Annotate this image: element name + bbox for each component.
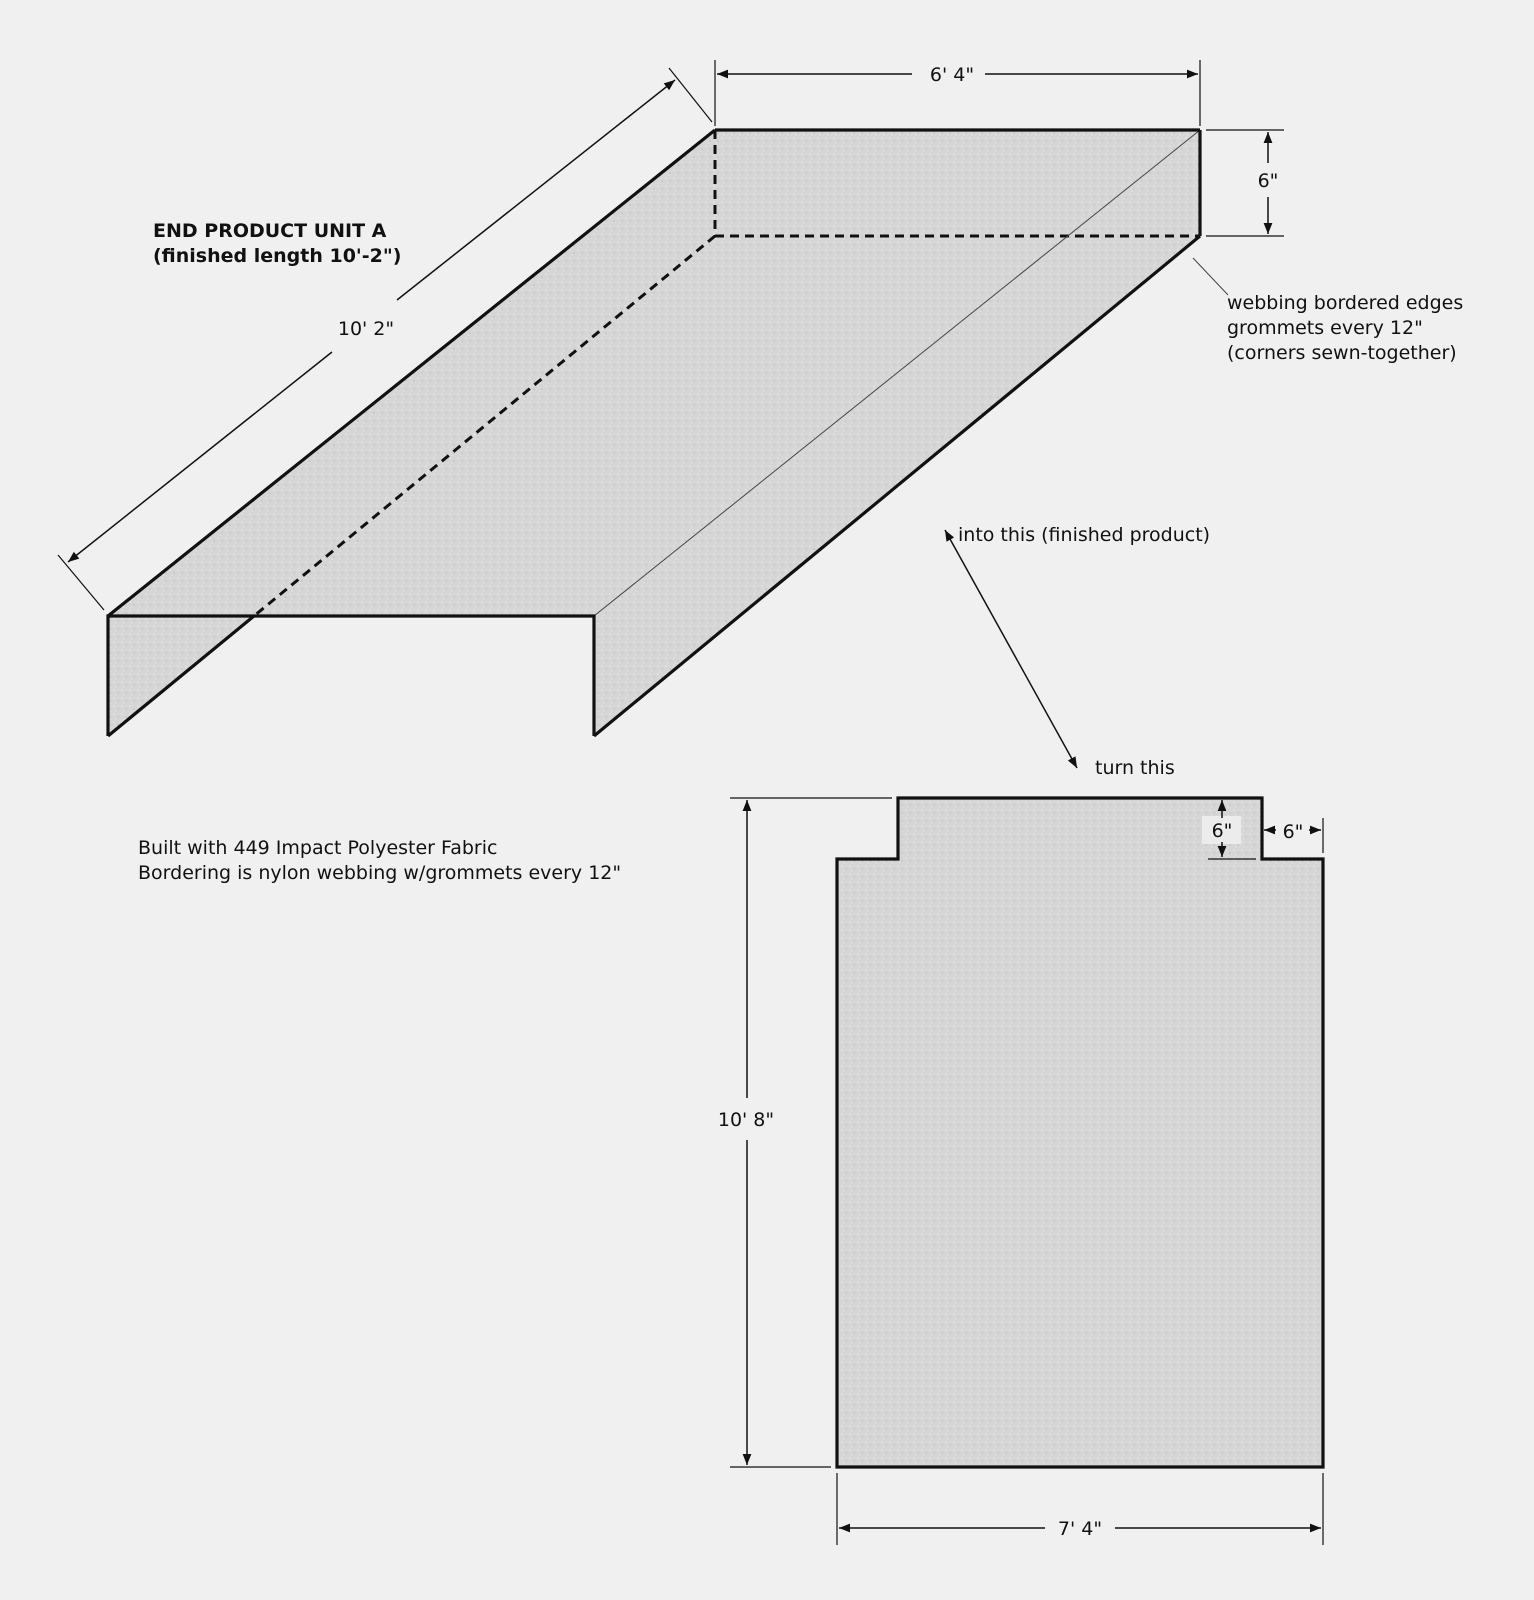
left-wall-face: [108, 130, 715, 736]
left-wall-bottom-edge: [106, 614, 256, 738]
webbing-leader-line: [1192, 257, 1229, 296]
flat-width-label: 7' 4": [1058, 1518, 1102, 1540]
width-3d-label: 6' 4": [930, 64, 974, 86]
notch-width-label: 6": [1283, 821, 1304, 843]
finished-product-3d: [106, 128, 1202, 738]
flat-pattern-fabric: [837, 798, 1323, 1467]
flat-pattern: [835, 796, 1325, 1469]
transformation-arrow: [944, 529, 1078, 769]
webbing-note-line1: webbing bordered edges: [1227, 292, 1463, 314]
unit-title: END PRODUCT UNIT A: [153, 220, 387, 242]
dimension-notch-depth: 6": [1202, 800, 1256, 860]
dimension-length-3d: 10' 2": [57, 67, 713, 611]
top-left-edge: [106, 128, 717, 618]
into-this-label: into this (finished product): [958, 524, 1210, 546]
dimension-flat-height: 10' 8": [718, 797, 892, 1468]
length-3d-label: 10' 2": [338, 318, 394, 340]
notch-depth-label: 6": [1212, 820, 1233, 842]
dimension-width-3d: 6' 4": [714, 60, 1201, 126]
fold-line-left-base: [253, 234, 716, 618]
back-wall-face: [715, 130, 1200, 236]
flat-height-label: 10' 8": [718, 1109, 774, 1131]
unit-subtitle: (finished length 10'-2"): [153, 245, 401, 267]
material-note-line2: Bordering is nylon webbing w/grommets ev…: [138, 862, 621, 884]
dimension-height-3d: 6": [1206, 129, 1284, 237]
bottom-right-edge: [592, 234, 1202, 738]
turn-this-label: turn this: [1095, 757, 1175, 779]
right-wall-face: [594, 130, 1200, 736]
dimension-flat-width: 7' 4": [836, 1473, 1324, 1545]
webbing-note-line2: grommets every 12": [1227, 317, 1423, 339]
flat-pattern-outline: [835, 796, 1325, 1469]
notch-depth-label-bg: [1202, 816, 1241, 844]
height-3d-label: 6": [1258, 170, 1279, 192]
front-profile-edge: [106, 614, 596, 736]
webbing-note-line3: (corners sewn-together): [1227, 342, 1457, 364]
dimension-notch-width: 6": [1264, 818, 1324, 853]
fold-line-right-base: [593, 129, 1201, 617]
material-note-line1: Built with 449 Impact Polyester Fabric: [138, 837, 497, 859]
